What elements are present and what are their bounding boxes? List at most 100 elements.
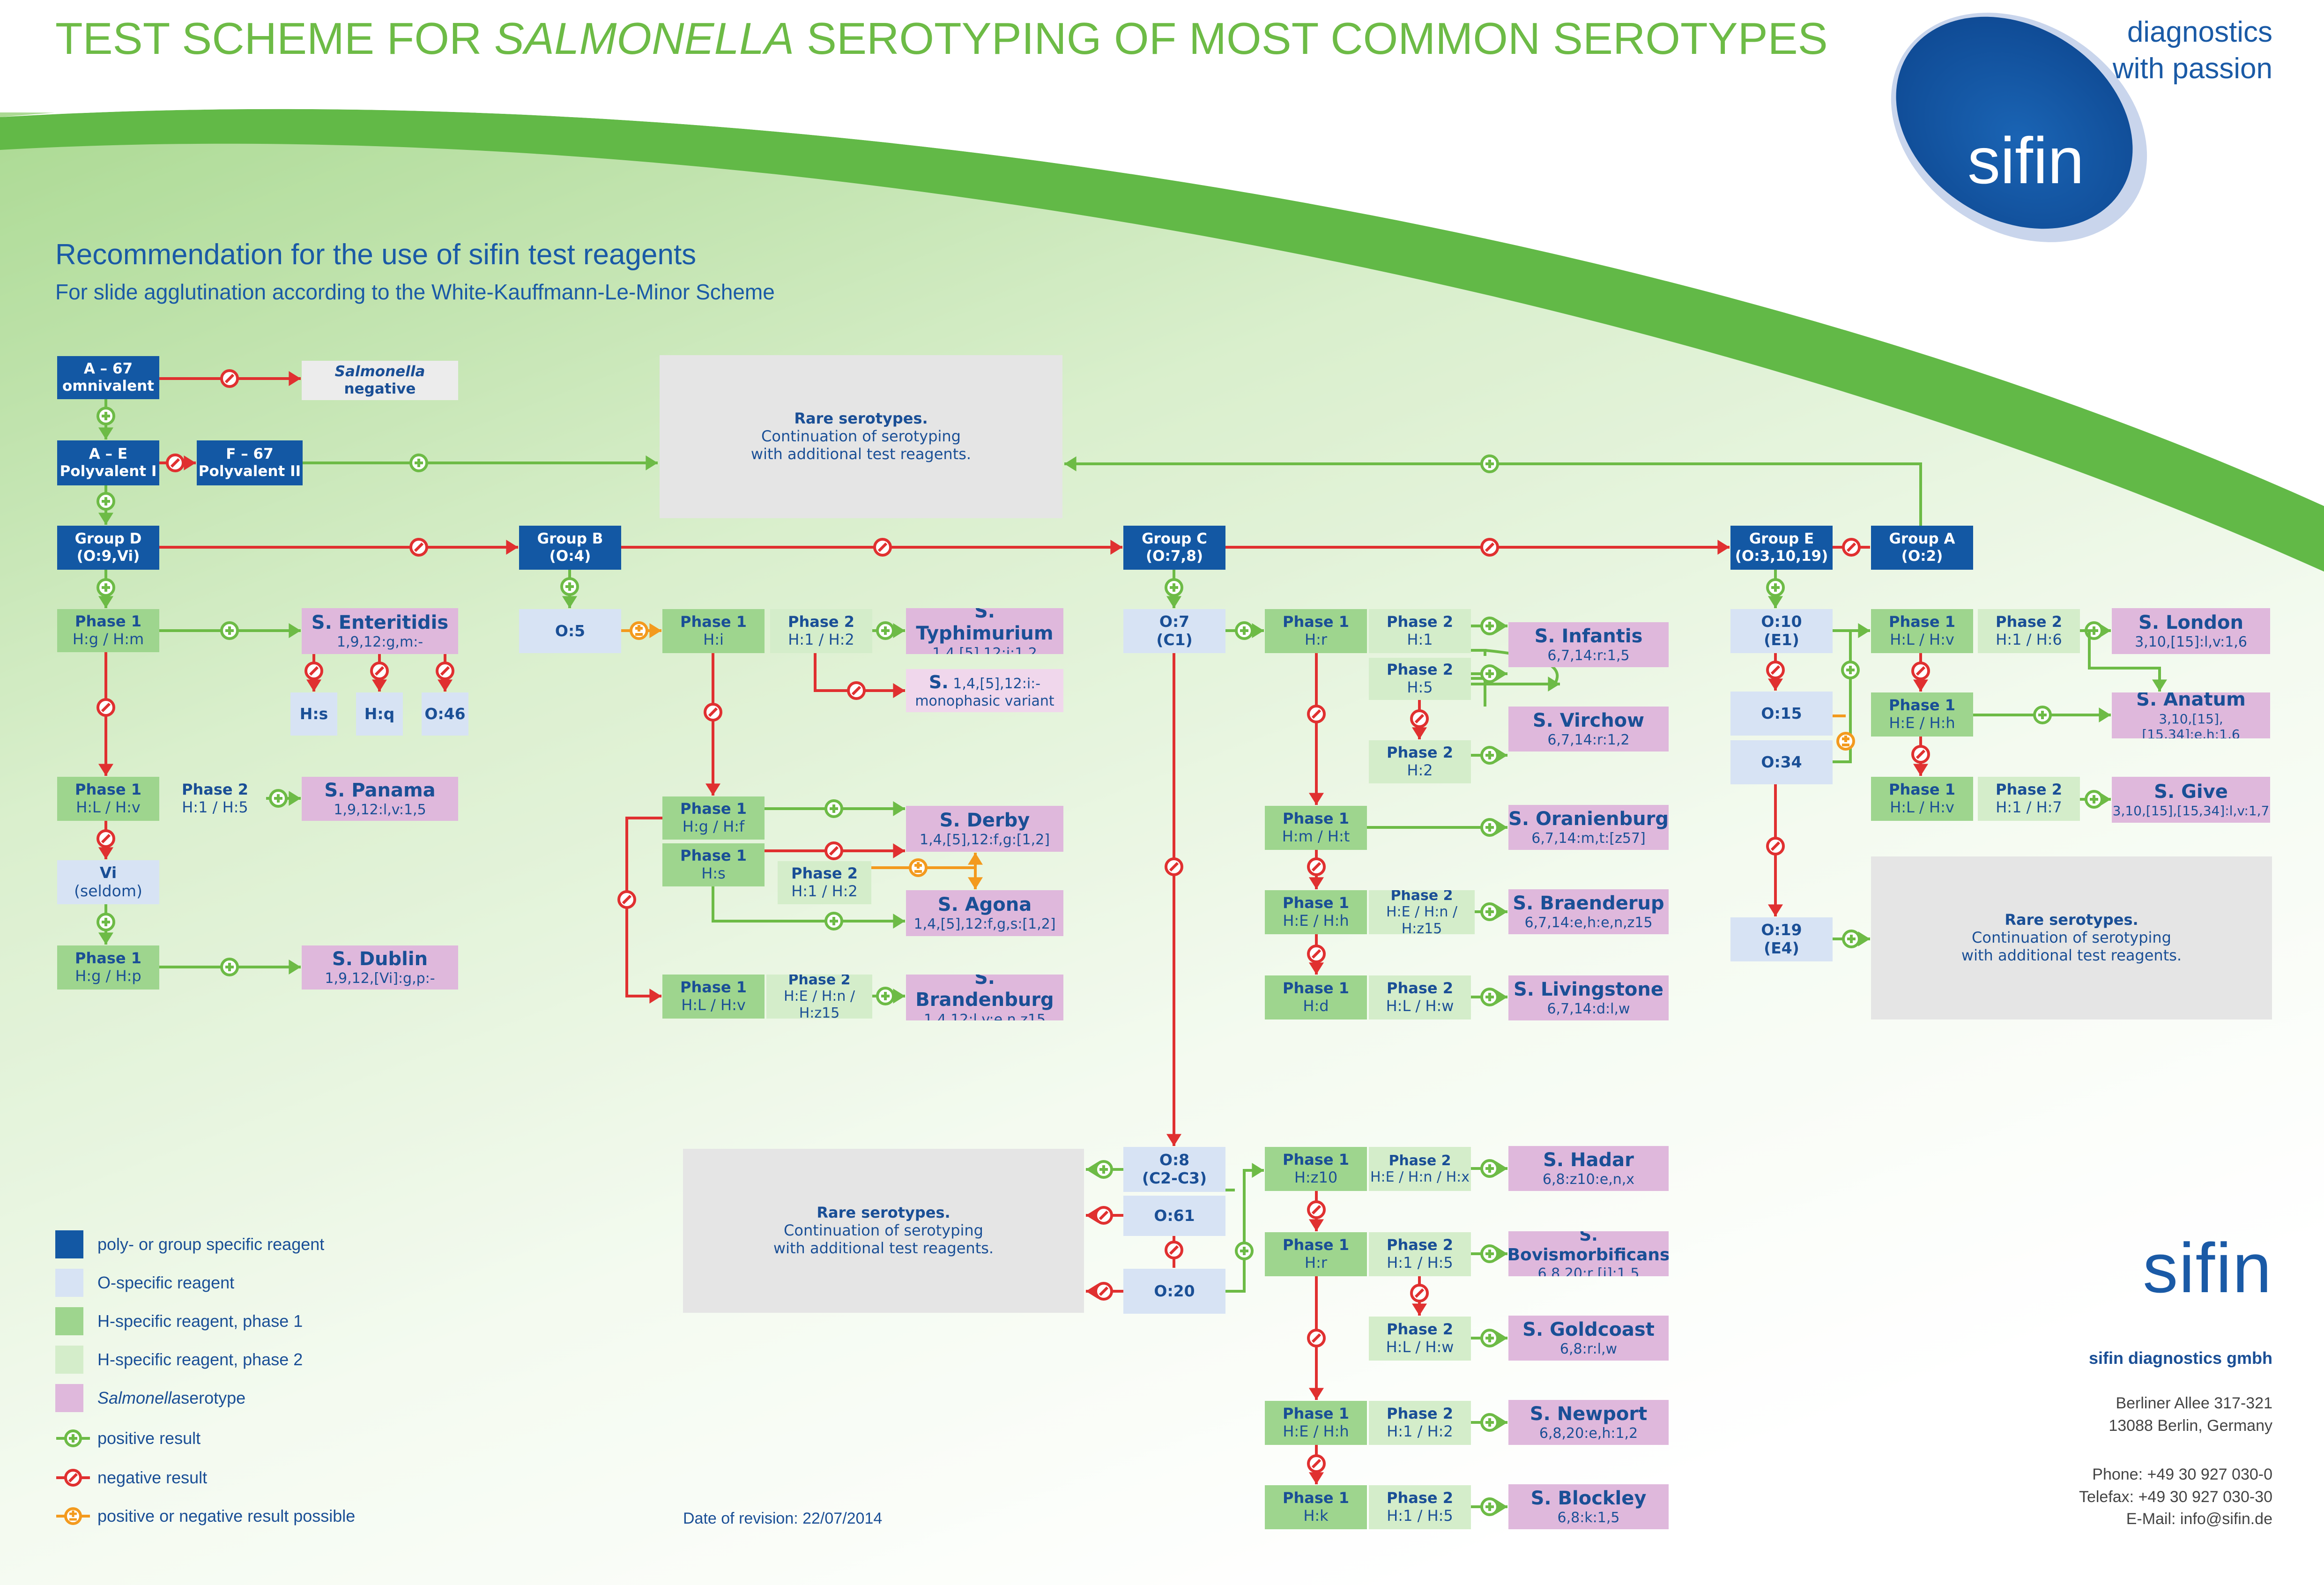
arrowhead	[893, 623, 905, 638]
node-salmonella-negative: Salmonella negative	[302, 361, 458, 400]
negative-icon	[1165, 857, 1183, 876]
negative-icon	[97, 829, 115, 848]
arrowhead	[1086, 1162, 1098, 1177]
connector-line	[1225, 1169, 1264, 1293]
revision-date: Date of revision: 22/07/2014	[683, 1510, 883, 1527]
node-rare-e: Rare serotypes.Continuation of serotypin…	[1871, 856, 2272, 1019]
arrowhead	[289, 960, 301, 975]
positive-icon	[824, 912, 843, 930]
positive-icon	[1480, 1159, 1499, 1178]
positive-icon	[1480, 1497, 1499, 1516]
positive-icon	[220, 958, 239, 976]
arrowhead	[1495, 1246, 1507, 1261]
arrowhead	[646, 455, 658, 470]
arrowhead	[1252, 623, 1264, 638]
arrowhead	[893, 989, 905, 1004]
legend-o: O-specific reagent	[55, 1269, 234, 1297]
arrowhead	[1495, 1499, 1507, 1514]
negative-icon	[97, 698, 115, 717]
arrowhead	[98, 847, 113, 859]
negative-icon	[1307, 1329, 1326, 1347]
node-group-b: Group B(O:4)	[519, 526, 621, 570]
positive-icon	[824, 799, 843, 818]
node-group-d: Group D(O:9,Vi)	[57, 526, 159, 570]
arrowhead	[1166, 596, 1181, 608]
arrowhead	[98, 764, 113, 776]
negative-icon	[1842, 538, 1861, 557]
arrowhead	[1309, 1219, 1324, 1231]
arrowhead	[184, 455, 196, 470]
arrowhead	[1495, 1161, 1507, 1176]
slogan-line-1: diagnostics	[2127, 16, 2272, 48]
positive-icon	[1842, 930, 1861, 948]
negative-icon	[220, 369, 239, 388]
node-s-monophasic: S. 1,4,[5],12:i:-monophasic variant	[906, 669, 1063, 712]
arrowhead	[705, 783, 720, 796]
node-group-e: Group E(O:3,10,19)	[1730, 526, 1833, 570]
address: Berliner Allee 317-321 13088 Berlin, Ger…	[2109, 1392, 2272, 1437]
arrowhead	[1858, 623, 1870, 638]
arrowhead	[98, 427, 113, 439]
negative-icon	[1165, 1241, 1183, 1259]
arrowhead	[649, 623, 661, 638]
node-hq: H:q	[356, 692, 403, 736]
plus-minus-icon	[1836, 732, 1855, 751]
arrowhead	[289, 371, 301, 386]
negative-icon	[304, 662, 323, 680]
positive-icon	[1165, 578, 1183, 597]
positive-icon	[1235, 621, 1254, 640]
arrowhead	[1309, 793, 1324, 805]
title-italic: SALMONELLA	[494, 14, 794, 64]
negative-icon	[873, 538, 892, 557]
node-rare-top: Rare serotypes.Continuation of serotypin…	[660, 355, 1062, 518]
title-pre: TEST SCHEME FOR	[55, 14, 494, 64]
plus-minus-icon	[56, 1507, 90, 1525]
arrowhead	[289, 623, 301, 638]
arrowhead	[438, 679, 453, 692]
connector-line	[814, 653, 905, 692]
positive-icon	[1480, 818, 1499, 837]
arrowhead	[289, 791, 301, 806]
arrowhead	[649, 989, 661, 1004]
arrowhead	[1495, 1331, 1507, 1346]
arrowhead	[1495, 990, 1507, 1005]
email: E-Mail: info@sifin.de	[2126, 1510, 2272, 1528]
logo-wordmark: sifin	[1968, 124, 2084, 197]
legend-poly: poly- or group specific reagent	[55, 1230, 324, 1258]
negative-icon	[1307, 1454, 1326, 1473]
plus-minus-icon	[909, 858, 928, 877]
node-o7: O:7(C1)	[1123, 609, 1225, 653]
positive-icon	[876, 621, 895, 640]
legend-positive: positive result	[55, 1424, 200, 1452]
node-o20: O:20	[1123, 1269, 1225, 1314]
